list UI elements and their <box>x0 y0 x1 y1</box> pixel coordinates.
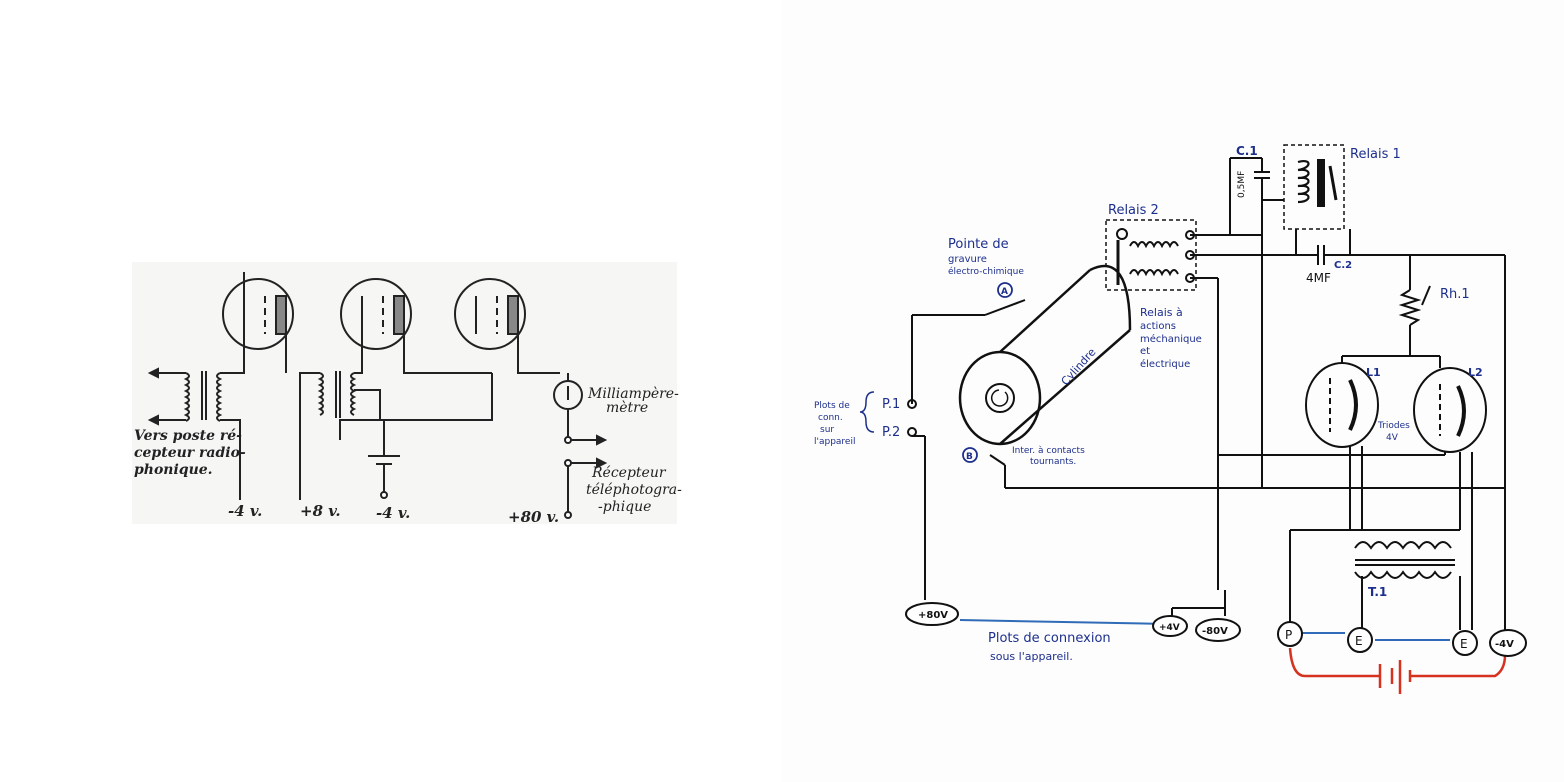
pointe-label-1: Pointe de <box>948 237 1009 252</box>
voltage-label-2: +8 v. <box>300 502 341 520</box>
right-schematic <box>907 144 1506 630</box>
radio-label-2: cepteur radio- <box>134 445 246 461</box>
relais-actions-3: méchanique <box>1140 333 1202 345</box>
plots-bottom-2: sous l'appareil. <box>990 650 1073 663</box>
terminal-e2: E <box>1460 637 1468 651</box>
terminals <box>905 602 1527 657</box>
relais-actions-2: actions <box>1140 321 1176 332</box>
p1-label: P.1 <box>882 397 900 412</box>
plots-side-3: sur <box>820 425 834 435</box>
inter-label-2: tournants. <box>1030 457 1076 467</box>
c2-label: C.2 <box>1334 260 1352 271</box>
radio-label-1: Vers poste ré- <box>134 428 242 444</box>
red-battery <box>1288 647 1507 694</box>
milliammeter-label-1: Milliampère- <box>587 386 679 402</box>
left-transformer-2 <box>317 371 357 418</box>
t1-label: T.1 <box>1368 585 1387 599</box>
voltage-label-1: -4 v. <box>228 502 262 520</box>
relais-actions-4: et <box>1140 346 1150 357</box>
terminal-minus80: -80V <box>1202 626 1228 637</box>
left-schematic <box>132 262 677 524</box>
marker-b-label: B <box>966 452 973 462</box>
rh1-label: Rh.1 <box>1440 287 1470 302</box>
p2-label: P.2 <box>882 425 900 440</box>
voltage-label-3: -4 v. <box>376 504 410 522</box>
terminal-minus4: -4V <box>1495 639 1514 650</box>
relais1-label: Relais 1 <box>1350 147 1401 162</box>
left-tube-1 <box>222 272 294 373</box>
receiver-label-1: Récepteur <box>591 465 667 481</box>
radio-label-3: phonique. <box>134 462 213 478</box>
milliammeter-label-2: mètre <box>606 400 648 416</box>
terminal-p: P <box>1285 628 1292 642</box>
plots-side-1: Plots de <box>814 401 850 411</box>
relais2-label: Relais 2 <box>1108 203 1159 218</box>
c2-value: 4MF <box>1306 271 1331 285</box>
triodes-label-2: 4V <box>1386 433 1399 443</box>
pointe-label-3: électro-chimique <box>948 266 1024 277</box>
plots-side-brace <box>859 391 875 433</box>
plots-bottom-1: Plots de connexion <box>988 631 1111 646</box>
terminal-plus4: +4V <box>1159 623 1180 633</box>
inter-label-1: Inter. à contacts <box>1012 446 1085 456</box>
pointe-label-2: gravure <box>948 254 987 265</box>
terminal-plus80: +80V <box>918 610 948 621</box>
l2-label: L2 <box>1468 366 1483 379</box>
receiver-label-3: -phique <box>598 499 651 515</box>
marker-a <box>997 282 1013 298</box>
c1-label: C.1 <box>1236 144 1258 158</box>
bottom-connector-line <box>959 619 1169 625</box>
l1-label: L1 <box>1366 366 1381 379</box>
left-transformer-1 <box>183 371 223 422</box>
c1-value: 0,5MF <box>1237 171 1247 198</box>
receiver-label-2: téléphotogra- <box>586 482 682 498</box>
voltage-label-4: +80 v. <box>508 508 559 526</box>
marker-b <box>962 447 978 463</box>
cylindre-label: Cylindre <box>1059 345 1099 388</box>
relais-actions-5: électrique <box>1140 358 1190 370</box>
triodes-label-1: Triodes <box>1377 421 1410 431</box>
relais-actions-1: Relais à <box>1140 306 1183 319</box>
plots-side-2: conn. <box>818 413 843 423</box>
terminal-e1: E <box>1355 634 1363 648</box>
plots-side-4: l'appareil <box>814 437 855 447</box>
marker-a-label: A <box>1001 287 1008 297</box>
left-tube-3 <box>454 278 526 350</box>
